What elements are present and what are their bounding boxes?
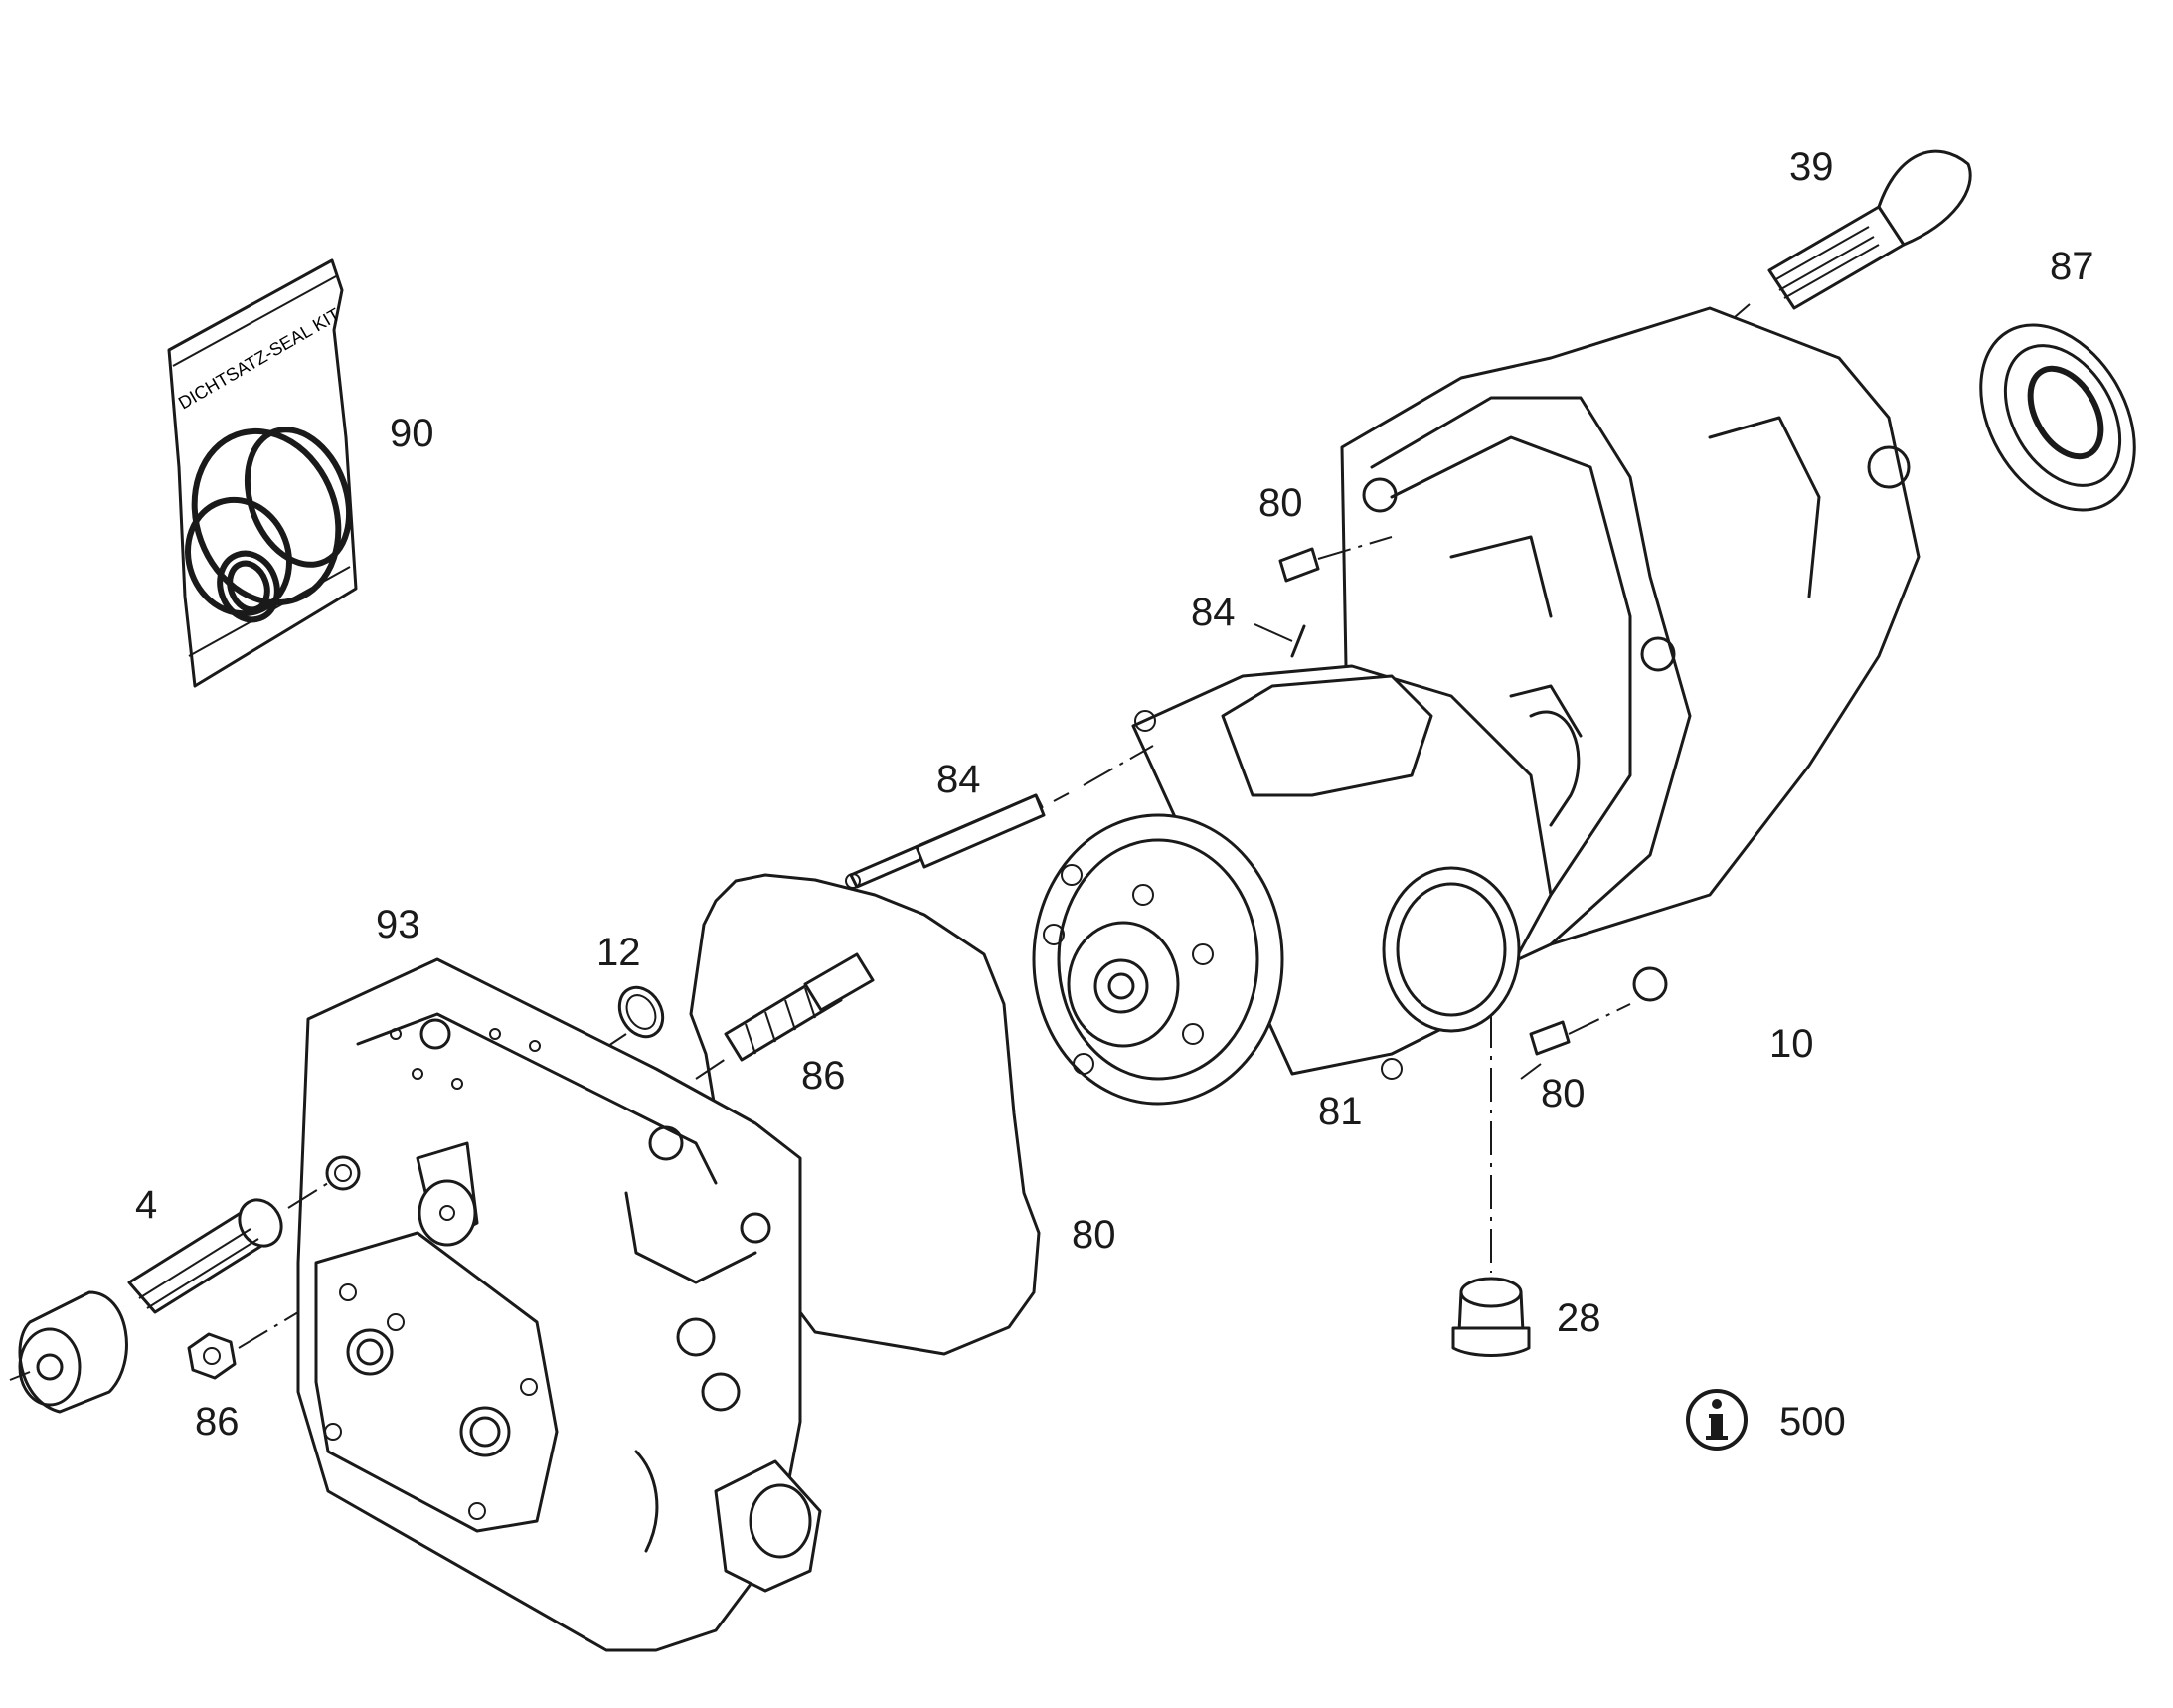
callout-4: 4: [135, 1183, 158, 1227]
info-circle-icon: [1686, 1389, 1748, 1451]
plug-28: [1451, 1277, 1531, 1357]
info-number: 500: [1779, 1400, 1846, 1444]
callout-84-upper: 84: [1191, 591, 1236, 634]
valve-cartridge-4: [9, 1198, 283, 1414]
callout-12: 12: [596, 931, 641, 974]
callout-10: 10: [1769, 1022, 1814, 1066]
seal-kit-bag: DICHTSATZ-SEAL KIT: [167, 258, 358, 688]
callout-86-right: 86: [801, 1054, 846, 1098]
pin-84-lower: [845, 792, 1070, 889]
control-block-93: [296, 957, 822, 1652]
callout-81: 81: [1318, 1090, 1363, 1133]
callout-28: 28: [1557, 1296, 1601, 1340]
bolt-39: [1767, 149, 1972, 310]
callout-39: 39: [1789, 145, 1834, 189]
callout-80-top: 80: [1258, 481, 1303, 525]
pin-84-upper: [1290, 624, 1306, 658]
callout-80-gasket: 80: [1072, 1213, 1116, 1257]
callout-90: 90: [390, 412, 434, 455]
callout-93: 93: [376, 903, 420, 946]
callout-86-left: 86: [195, 1400, 240, 1444]
callout-87: 87: [2050, 245, 2094, 288]
dowel-pin-80-upper: [1278, 547, 1320, 583]
shaft-seal-87: [1979, 323, 2136, 512]
screw-plug-86-right: [724, 952, 875, 1062]
callout-84-lower: 84: [936, 758, 981, 801]
callout-80-mid: 80: [1541, 1072, 1586, 1115]
nut-86-left: [187, 1332, 237, 1380]
o-ring-12: [617, 985, 665, 1039]
rotary-group-81: [1032, 664, 1583, 1106]
dowel-pin-80-lower: [1529, 1020, 1571, 1056]
